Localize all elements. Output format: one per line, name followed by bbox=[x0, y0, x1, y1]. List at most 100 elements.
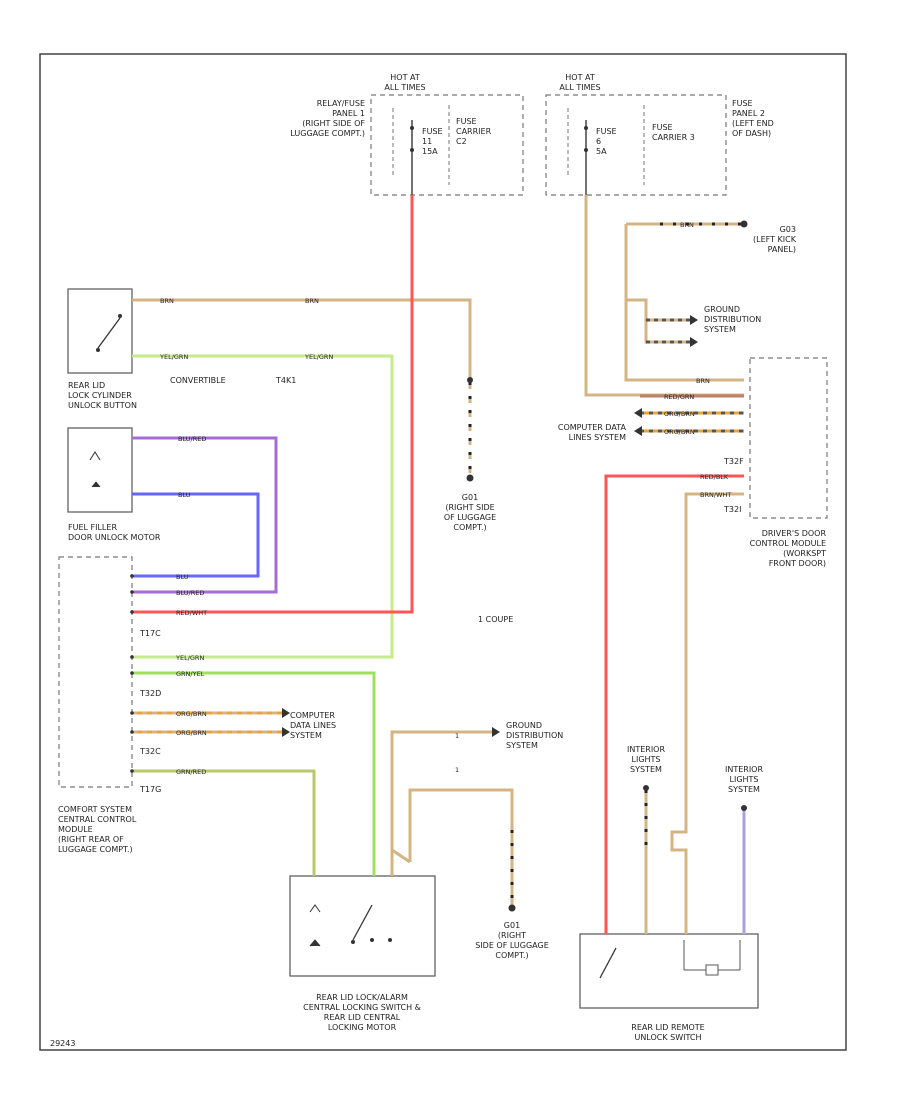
label-line: SYSTEM bbox=[728, 785, 760, 794]
wire-label-brn: BRN bbox=[696, 377, 710, 385]
wire-label-blured: BLU/RED bbox=[176, 589, 204, 597]
coupe-label: 1 COUPE bbox=[478, 615, 513, 624]
label-line: SYSTEM bbox=[506, 741, 538, 750]
label-line: HOT AT bbox=[565, 73, 595, 82]
label-line: 6 bbox=[596, 137, 601, 146]
wire-label-yelgrn: YEL/GRN bbox=[304, 353, 333, 361]
label-line: MODULE bbox=[58, 825, 93, 834]
label-line: CARRIER bbox=[456, 127, 492, 136]
label-line: DRIVER'S DOOR bbox=[762, 529, 827, 538]
label-line: 29243 bbox=[50, 1039, 75, 1048]
fuse-panel-2 bbox=[545, 94, 727, 196]
wire-label-brn: BRN bbox=[160, 297, 174, 305]
wire-label-yelgrn: YEL/GRN bbox=[175, 654, 204, 662]
t32f-label: T32F bbox=[723, 457, 744, 466]
wire-label-orgbrn: ORG/BRN bbox=[664, 410, 695, 418]
label-line: CENTRAL LOCKING SWITCH & bbox=[303, 1003, 421, 1012]
label-line: PANEL 2 bbox=[732, 109, 765, 118]
label-line: SIDE OF LUGGAGE bbox=[475, 941, 549, 950]
t32d-label: T32D bbox=[139, 689, 161, 698]
wire-label-yelgrn: YEL/GRN bbox=[159, 353, 188, 361]
label-line: CARRIER 3 bbox=[652, 133, 695, 142]
diagram-frame bbox=[39, 53, 847, 1051]
label-line: LINES SYSTEM bbox=[569, 433, 626, 442]
label-line: T17C bbox=[139, 629, 161, 638]
label-line: SYSTEM bbox=[630, 765, 662, 774]
label-line: DISTRIBUTION bbox=[704, 315, 761, 324]
t32c-label: T32C bbox=[139, 747, 161, 756]
label-line: T32C bbox=[139, 747, 161, 756]
label-line: (RIGHT REAR OF bbox=[58, 835, 124, 844]
label-line: REAR LID CENTRAL bbox=[324, 1013, 401, 1022]
label-line: (WORKSPT bbox=[783, 549, 826, 558]
label-line: FUSE bbox=[422, 127, 443, 136]
wire-label-brn: BRN bbox=[680, 221, 694, 229]
label-line: G01 bbox=[462, 493, 478, 502]
label-line: COMPUTER DATA bbox=[558, 423, 627, 432]
label-line: UNLOCK BUTTON bbox=[68, 401, 137, 410]
label-line: DATA LINES bbox=[290, 721, 336, 730]
rear-lid-lock-alarm-switch bbox=[289, 875, 436, 977]
wire-label-redblk: RED/BLK bbox=[700, 473, 729, 481]
label-line: CONVERTIBLE bbox=[170, 376, 226, 385]
label-line: CENTRAL CONTROL bbox=[58, 815, 137, 824]
t4k-label: T4K1 bbox=[275, 376, 296, 385]
label-line: (RIGHT SIDE OF bbox=[302, 119, 365, 128]
label-line: 11 bbox=[422, 137, 432, 146]
wires bbox=[132, 195, 748, 934]
label-line: GROUND bbox=[506, 721, 542, 730]
label-line: REAR LID REMOTE bbox=[631, 1023, 704, 1032]
label-line: G01 bbox=[504, 921, 520, 930]
wire-labels: BRN BRN YEL/GRN YEL/GRN BLU/RED BLU BLU … bbox=[159, 221, 731, 776]
wire-label-one: 1 bbox=[455, 766, 459, 774]
label-line: REAR LID LOCK/ALARM bbox=[316, 993, 408, 1002]
fuel-filler-door-motor bbox=[67, 427, 133, 513]
label-line: ALL TIMES bbox=[559, 83, 600, 92]
drivers-door-module bbox=[749, 357, 828, 519]
wire-label-one: 1 bbox=[455, 732, 459, 740]
wire-label-redgrn: RED/GRN bbox=[664, 393, 694, 401]
label-line: DOOR UNLOCK MOTOR bbox=[68, 533, 161, 542]
label-line: FUSE bbox=[596, 127, 617, 136]
wire-label-blu: BLU bbox=[178, 491, 191, 499]
label-line: RELAY/FUSE bbox=[317, 99, 365, 108]
label-line: FUEL FILLER bbox=[68, 523, 117, 532]
wire-label-blu: BLU bbox=[176, 573, 189, 581]
label-line: T32I bbox=[723, 505, 741, 514]
label-line: (RIGHT bbox=[498, 931, 526, 940]
label-line: FUSE bbox=[732, 99, 753, 108]
label-line: T32F bbox=[723, 457, 744, 466]
figure-number: 29243 bbox=[50, 1039, 75, 1048]
label-line: LOCK CYLINDER bbox=[68, 391, 132, 400]
relay-fuse-panel-1 bbox=[370, 94, 524, 196]
label-line: CONTROL MODULE bbox=[750, 539, 826, 548]
t17g-label: T17G bbox=[139, 785, 161, 794]
wire-label-orgbrn: ORG/BRN bbox=[176, 729, 207, 737]
t17c-label: T17C bbox=[139, 629, 161, 638]
label-line: UNLOCK SWITCH bbox=[634, 1033, 701, 1042]
label-line: 5A bbox=[596, 147, 607, 156]
label-line: INTERIOR bbox=[725, 765, 764, 774]
label-line: REAR LID bbox=[68, 381, 105, 390]
label-line: COMPT.) bbox=[453, 523, 486, 532]
wire-label-blured: BLU/RED bbox=[178, 435, 206, 443]
wire-label-grnred: GRN/RED bbox=[176, 768, 206, 776]
label-line: PANEL) bbox=[768, 245, 796, 254]
convertible-label: CONVERTIBLE bbox=[170, 376, 226, 385]
rear-lid-lock-cylinder-switch bbox=[67, 288, 133, 374]
